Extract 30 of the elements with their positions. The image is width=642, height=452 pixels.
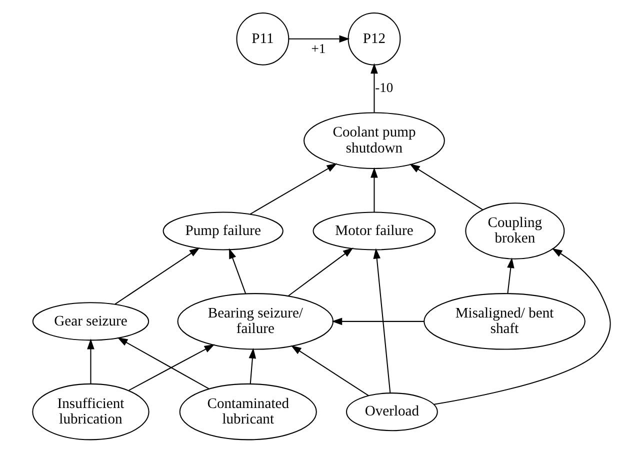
- arrow: [372, 248, 390, 393]
- node-ellipse: Pump failure: [162, 211, 283, 250]
- arrow: [249, 162, 337, 214]
- node-ellipse: Insufficient lubrication: [32, 382, 149, 440]
- arrow: [248, 348, 256, 384]
- node-ellipse: Motor failure: [312, 211, 436, 250]
- arrow: [433, 248, 610, 404]
- node-circle: P11: [236, 12, 289, 65]
- node-ellipse: Contaminated lubricant: [178, 382, 316, 440]
- node-ellipse: Misaligned/ bent shaft: [423, 292, 585, 350]
- node-circle: P12: [347, 12, 400, 65]
- arrow: [116, 336, 209, 389]
- node-ellipse: Bearing seizure/ failure: [176, 292, 334, 350]
- arrow: [409, 163, 482, 210]
- arrow: [370, 166, 378, 212]
- node-ellipse: Coolant pump shutdown: [303, 112, 444, 168]
- arrow: [506, 257, 514, 293]
- arrow: [86, 338, 94, 384]
- arrow: [288, 34, 350, 42]
- node-ellipse: Gear seizure: [32, 302, 149, 340]
- arrow: [287, 247, 353, 296]
- node-ellipse: Overload: [346, 392, 438, 431]
- arrow: [331, 317, 424, 325]
- arrow: [114, 247, 200, 304]
- edge-label: -10: [374, 80, 393, 95]
- arrow: [228, 248, 246, 294]
- arrow: [370, 62, 378, 112]
- arrow: [128, 344, 214, 390]
- edge-label: +1: [310, 40, 326, 56]
- arrow: [290, 344, 368, 396]
